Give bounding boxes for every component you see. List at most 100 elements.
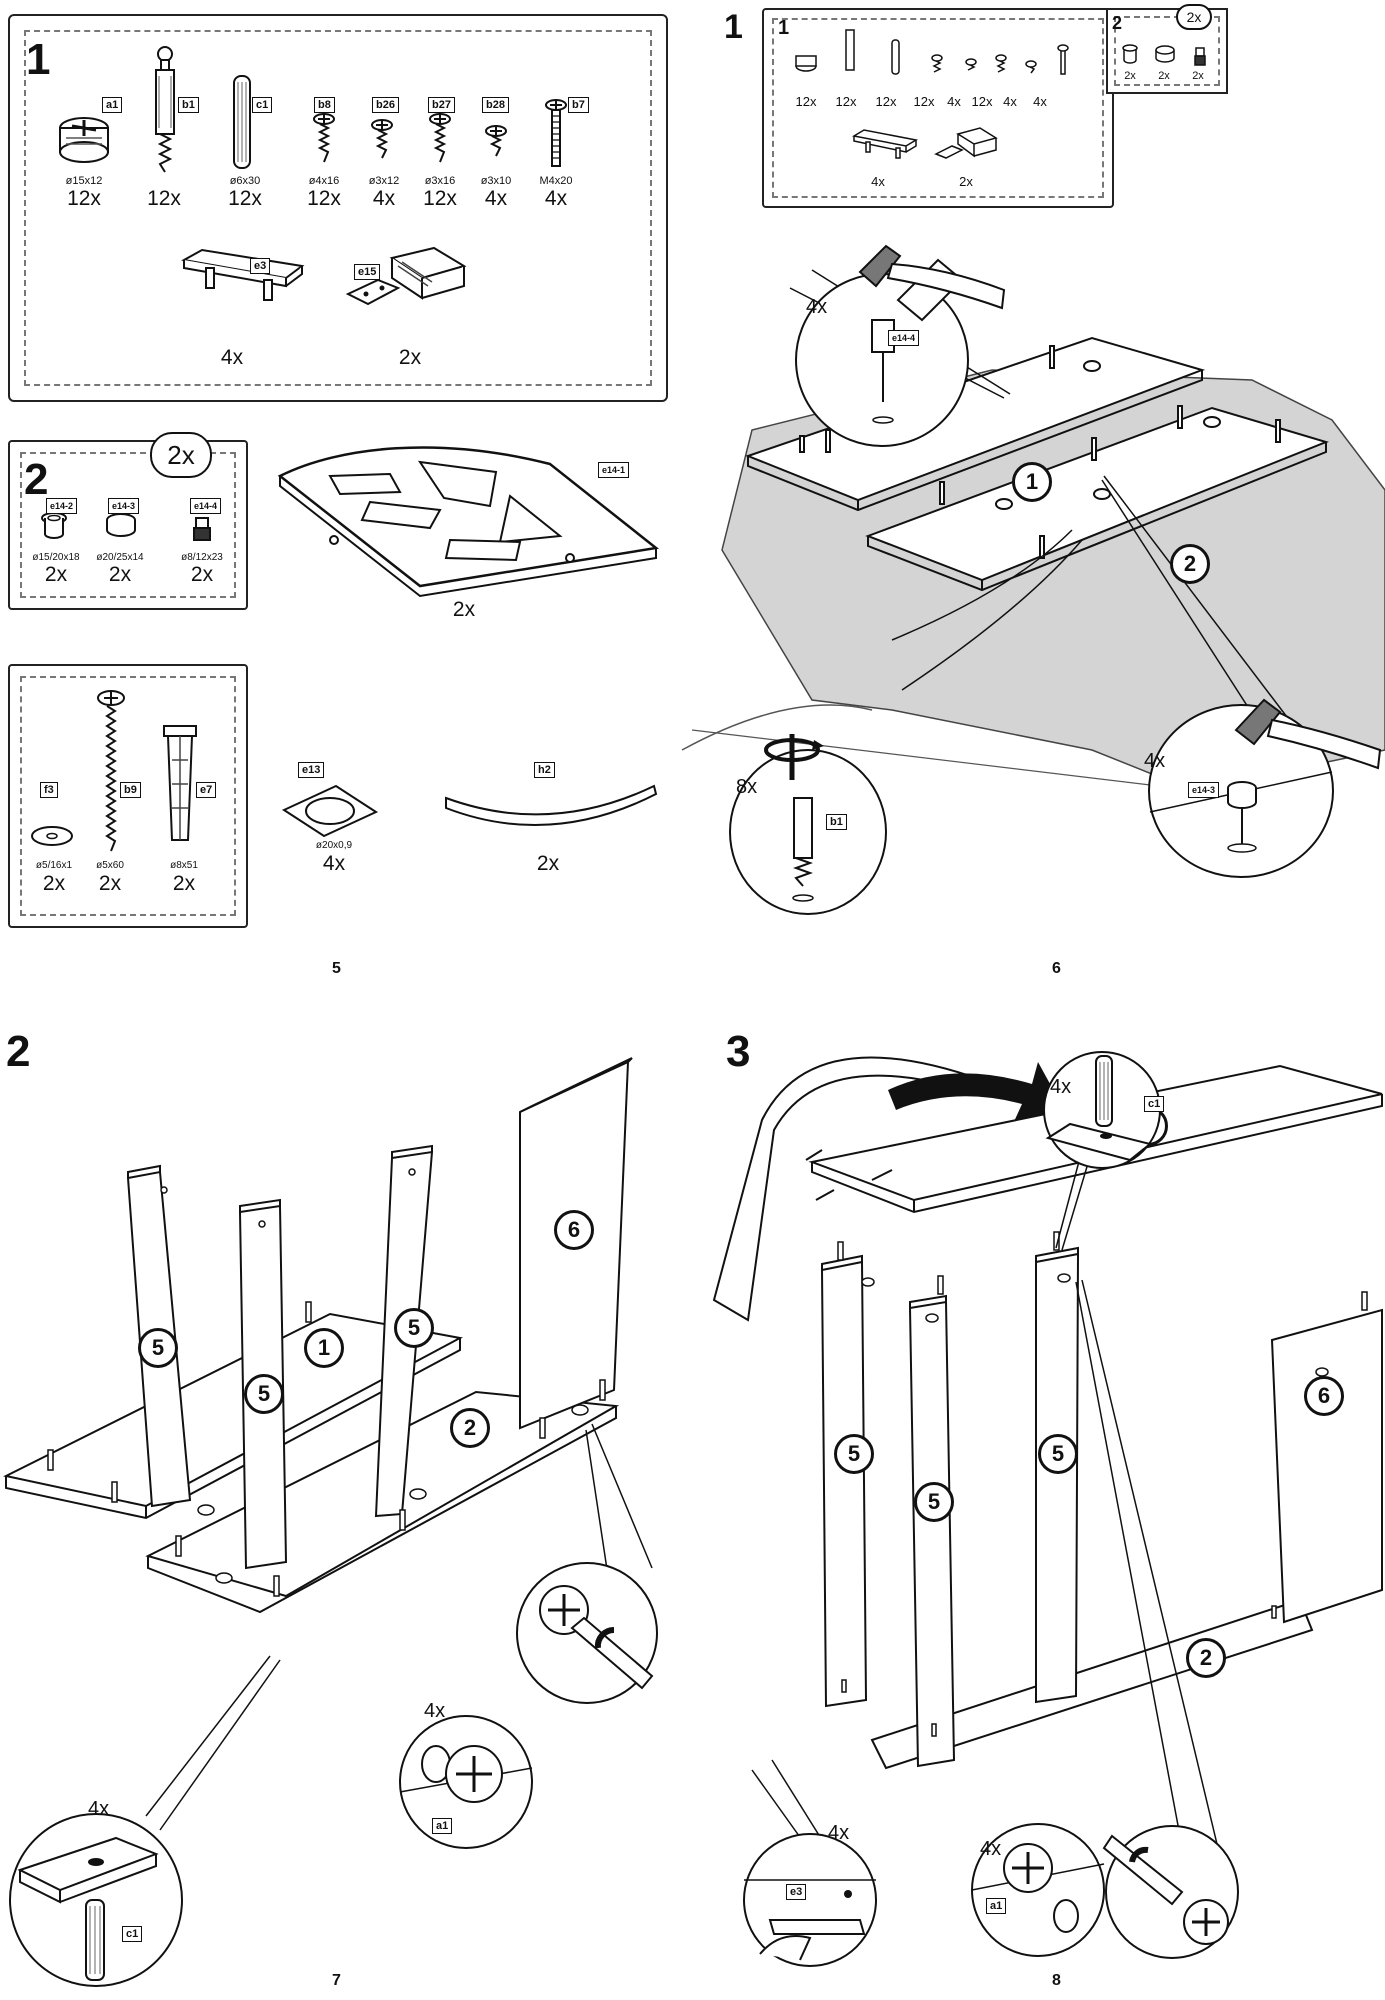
long-screw-icon — [97, 690, 125, 852]
handle-icon — [181, 248, 305, 301]
bag-multiplier: 2x — [1176, 4, 1212, 30]
cam-lock-icon — [59, 117, 109, 163]
callout-multiplier: 4x — [88, 1798, 110, 1820]
panel-number: 6 — [554, 1210, 594, 1250]
part-qty: 12x — [307, 187, 341, 210]
bushing-icon — [41, 512, 67, 539]
manual-page-7: 2 5 5 5 1 2 6 — [0, 1000, 692, 2000]
step-number: 2 — [24, 455, 49, 504]
screw-icon — [371, 119, 393, 159]
callout-multiplier: 4x — [806, 296, 828, 318]
panel-number: 1 — [1012, 462, 1052, 502]
callout-multiplier: 4x — [828, 1822, 850, 1844]
callout-circle — [743, 1833, 877, 1967]
part-code: e14-3 — [1188, 782, 1220, 798]
part-qty: 4x — [947, 94, 961, 109]
part-code: b9 — [120, 782, 141, 798]
step-number: 2 — [1112, 13, 1123, 33]
part-spec: ø5x60 — [96, 860, 124, 871]
part-qty: 2x — [190, 563, 214, 586]
callout-circle — [1148, 704, 1334, 878]
cam-bolt-icon — [155, 46, 175, 173]
part-spec: ø20x0,9 — [315, 840, 353, 851]
wall-plug-icon — [163, 725, 197, 841]
glide-icon — [106, 513, 136, 537]
panel-number: 5 — [244, 1374, 284, 1414]
screw-icon — [485, 125, 507, 157]
assembly-illustration — [681, 269, 1385, 791]
part-qty: 2x — [452, 598, 476, 621]
panel-number: 2 — [450, 1408, 490, 1448]
hardware-bag-1-mini — [762, 8, 1114, 208]
part-code: e14-2 — [46, 498, 78, 514]
handle-icon — [851, 129, 919, 159]
part-qty: 2x — [42, 872, 66, 895]
page-number: 5 — [332, 960, 341, 977]
part-qty: 2x — [959, 174, 973, 189]
callout-multiplier: 8x — [736, 776, 758, 798]
part-qty: 4x — [1003, 94, 1017, 109]
panel-number: 5 — [138, 1328, 178, 1368]
part-code: a1 — [432, 1818, 453, 1834]
wood-dowel-icon — [233, 75, 251, 169]
mini-fittings-icon — [1122, 44, 1206, 66]
step-number: 1 — [778, 17, 790, 39]
part-spec: ø4x16 — [308, 175, 340, 187]
part-qty: 12x — [67, 187, 101, 210]
part-code: e14-3 — [108, 498, 140, 514]
part-code: e13 — [298, 762, 325, 778]
part-qty: 12x — [228, 187, 262, 210]
part-qty: 12x — [835, 94, 857, 109]
part-code: b27 — [428, 97, 455, 113]
part-qty: 2x — [172, 872, 196, 895]
part-code: h2 — [534, 762, 555, 778]
mini-parts-icon — [795, 29, 1069, 75]
panel-number: 5 — [914, 1482, 954, 1522]
callout-multiplier: 4x — [1144, 750, 1166, 772]
part-qty: 12x — [971, 94, 993, 109]
part-code: e3 — [786, 1884, 807, 1900]
panel-number: 5 — [834, 1434, 874, 1474]
part-spec: ø15/20x18 — [32, 552, 80, 563]
part-qty: 2x — [108, 563, 132, 586]
part-code: a1 — [986, 1898, 1007, 1914]
part-code: f3 — [40, 782, 58, 798]
callout-multiplier: 4x — [980, 1838, 1002, 1860]
part-spec: ø3x10 — [480, 175, 512, 187]
screwdriver-rotate-icon — [764, 734, 824, 780]
part-code: e7 — [196, 782, 217, 798]
part-code: e15 — [354, 264, 381, 280]
part-qty: 4x — [322, 852, 346, 875]
manual-page-5: 1 a1 ø15x12 12x b1 12x c1 ø6x30 12x b8 ø… — [0, 0, 692, 1000]
machine-screw-icon — [545, 99, 567, 167]
screw-icon — [313, 113, 335, 163]
page-number: 7 — [332, 1972, 341, 1989]
swivel-plate-icon — [277, 446, 660, 598]
hardware-bag-1 — [8, 14, 668, 402]
callout-circle — [1043, 1051, 1161, 1169]
callout-circle — [729, 749, 887, 915]
part-spec: ø8x51 — [170, 860, 198, 871]
part-spec: M4x20 — [539, 175, 573, 187]
step-number: 2 — [6, 1027, 31, 1076]
part-qty: 2x — [536, 852, 560, 875]
part-qty: 12x — [795, 94, 817, 109]
part-qty: 4x — [1033, 94, 1047, 109]
part-spec: ø8/12x23 — [181, 552, 223, 563]
step-number: 1 — [724, 8, 743, 46]
part-code: e14-1 — [598, 462, 630, 478]
callout-circle — [399, 1715, 533, 1849]
part-qty: 4x — [220, 346, 244, 369]
part-code: b1 — [178, 97, 199, 113]
part-code: e14-4 — [190, 498, 222, 514]
part-code: c1 — [122, 1926, 143, 1942]
part-code: b8 — [314, 97, 335, 113]
step-number: 1 — [26, 35, 51, 84]
part-spec: ø20/25x14 — [96, 552, 144, 563]
part-code: c1 — [252, 97, 273, 113]
hammer-icon — [858, 244, 1006, 310]
magnet-catch-icon — [345, 246, 467, 306]
washer-icon — [31, 826, 73, 846]
panel-number: 5 — [1038, 1434, 1078, 1474]
part-code: c1 — [1144, 1096, 1165, 1112]
